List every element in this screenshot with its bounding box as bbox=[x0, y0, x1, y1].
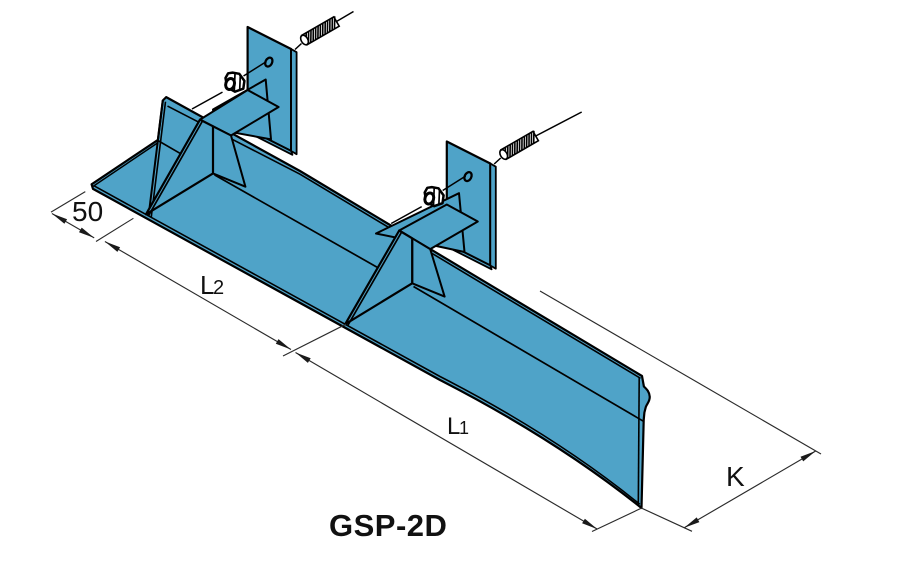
svg-text:K: K bbox=[726, 461, 745, 492]
svg-text:2: 2 bbox=[213, 277, 224, 299]
svg-text:1: 1 bbox=[459, 418, 469, 438]
svg-text:GSP-2D: GSP-2D bbox=[329, 508, 447, 543]
svg-text:50: 50 bbox=[72, 196, 103, 227]
